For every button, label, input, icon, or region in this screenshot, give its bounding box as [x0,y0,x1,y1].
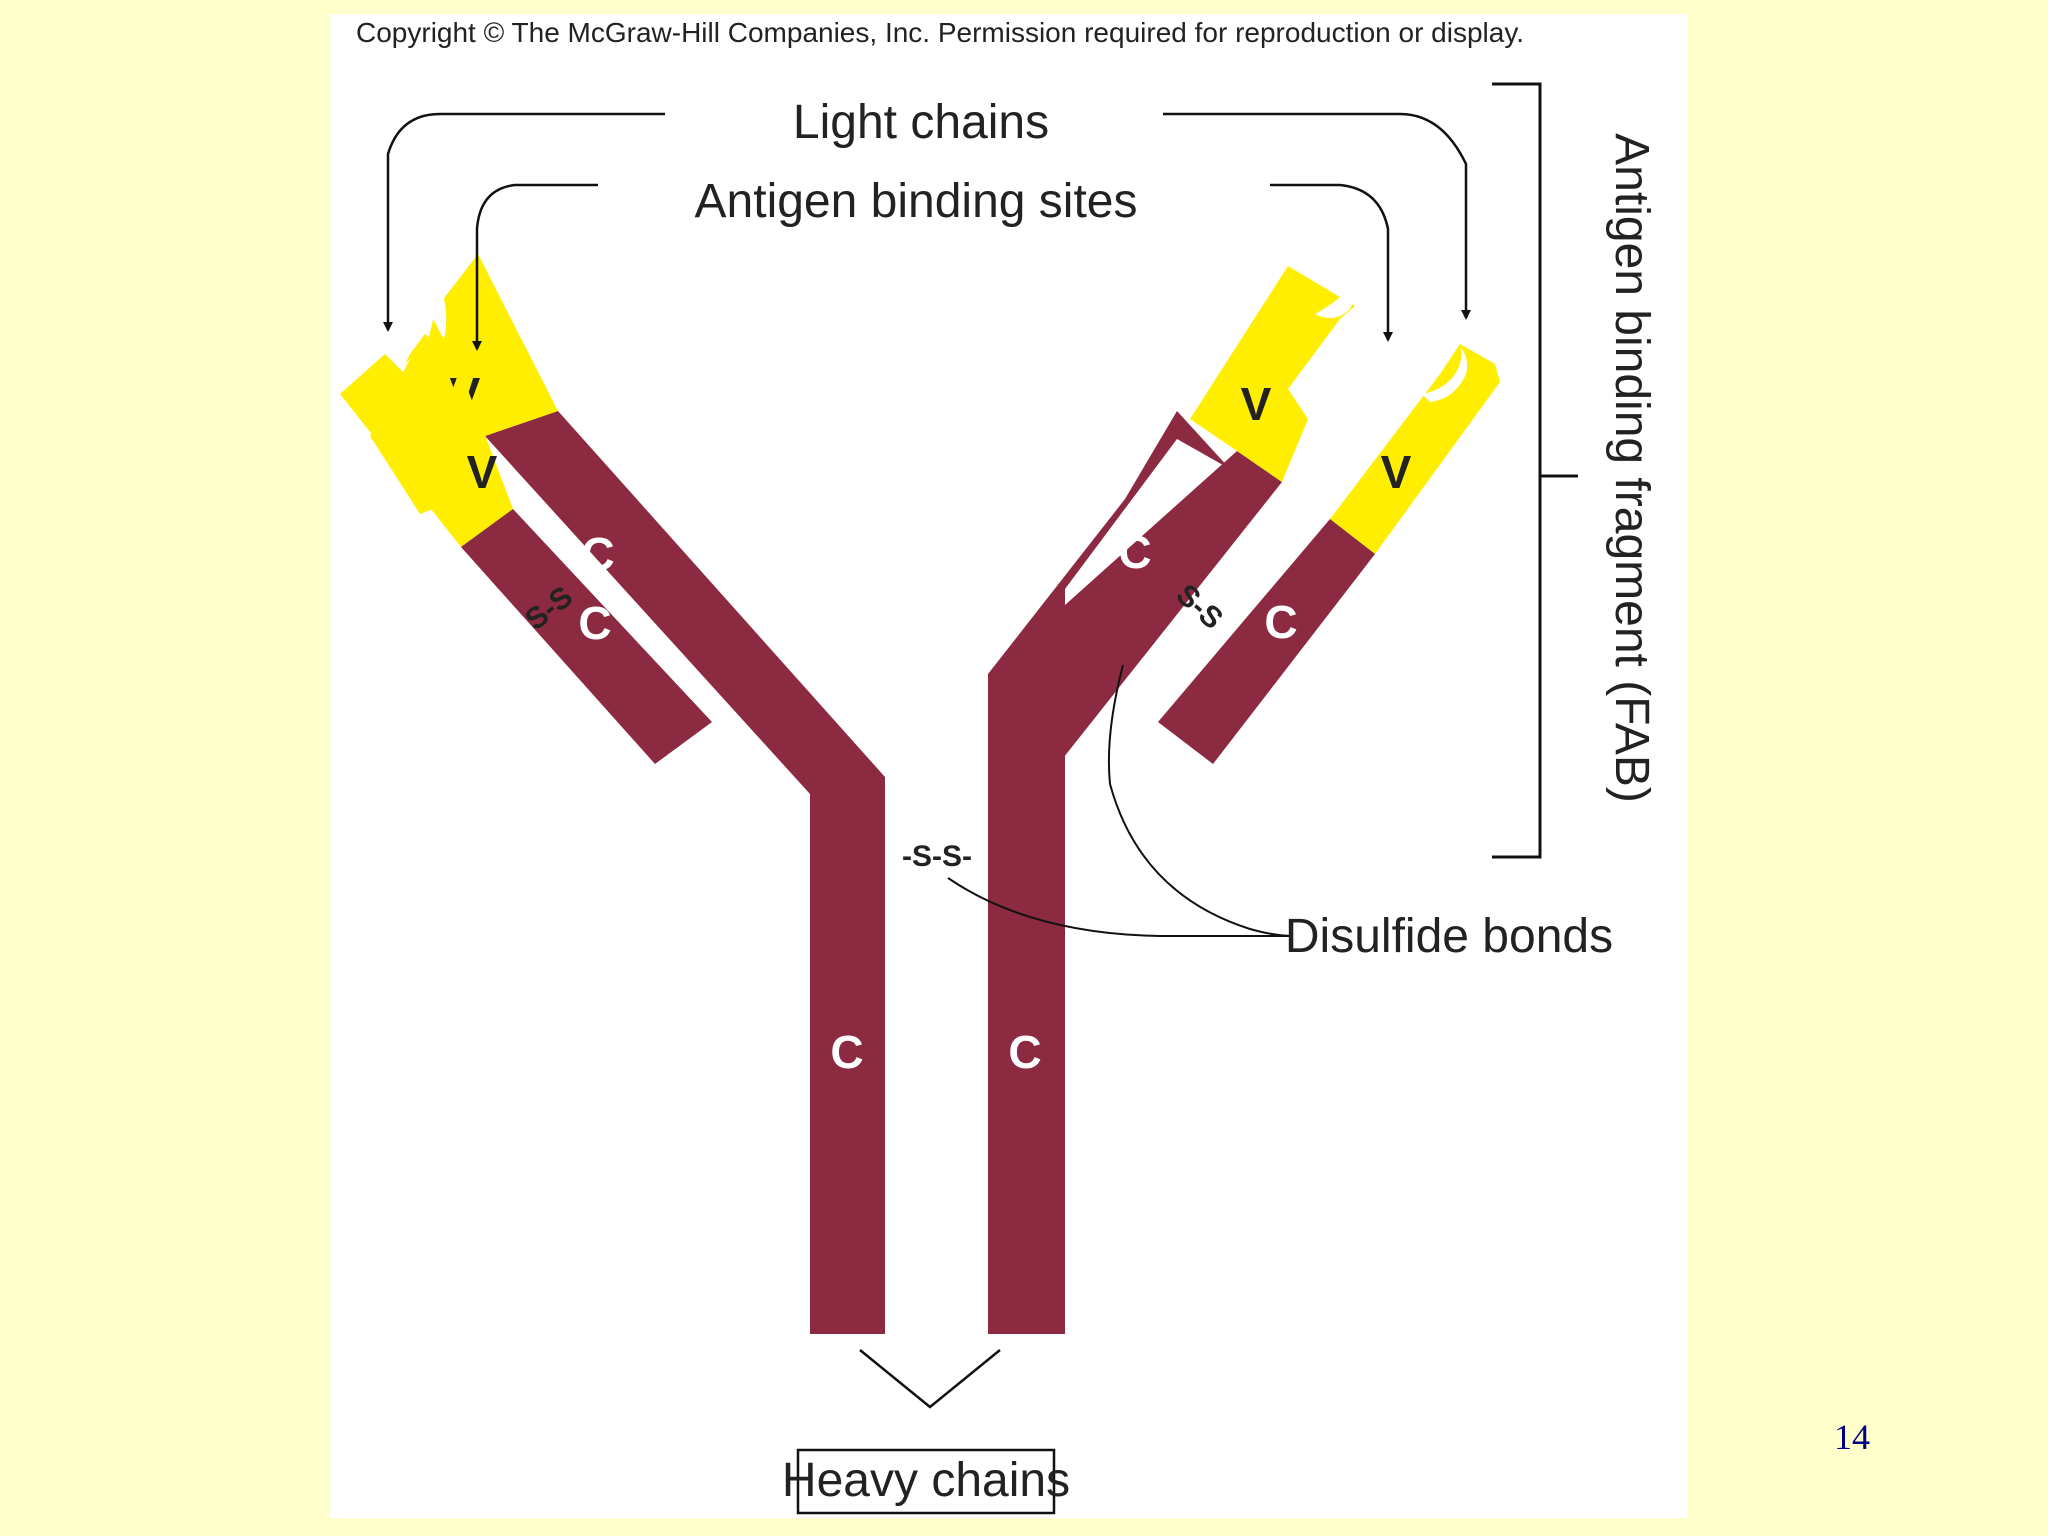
right-heavy-c-label: C [1118,526,1151,578]
left-stem-c-label: C [830,1026,863,1078]
right-light-binding-notch [1422,346,1468,402]
fab-label: Antigen binding fragment (FAB) [1605,133,1658,803]
antibody-figure: Copyright © The McGraw-Hill Companies, I… [330,14,1688,1518]
left-binding-site-arrow [472,183,598,351]
left-light-variable-body [340,354,513,547]
right-heavy-constant-arm [988,451,1282,762]
right-heavy-v-label: V [1241,378,1272,430]
right-light-chain: V C [1158,344,1500,764]
right-heavy-binding-notch [1315,284,1355,318]
left-heavy-chain: V C C [422,254,885,1334]
right-light-constant-region [1158,519,1375,764]
disulfide-bonds-label: Disulfide bonds [1285,910,1613,963]
slide-number: 14 [1834,1417,1870,1457]
left-light-v-label: V [467,446,498,498]
hinge-disulfide-label: -S-S- [902,840,972,873]
left-heavy-binding-notch [425,269,447,339]
right-light-variable-region [1330,344,1500,554]
right-stem-c-label: C [1008,1026,1041,1078]
disulfide-callout-line-arm [1107,664,1294,937]
left-heavy-constant-region [485,411,885,1334]
right-binding-site-arrow [1270,183,1393,342]
right-light-chains-arrow [1163,112,1471,320]
left-light-c-label: C [578,597,611,649]
right-light-v-label: V [1381,446,1412,498]
left-light-chains-arrow [383,112,665,332]
heavy-chains-label: Heavy chains [782,1454,1070,1507]
left-light-constant-region [461,509,712,764]
heavy-chains-label-box [796,1448,1056,1515]
disulfide-callout-line-hinge [947,877,1293,937]
light-chains-label: Light chains [793,96,1049,149]
antigen-binding-sites-label: Antigen binding sites [695,175,1138,228]
copyright-notice: Copyright © The McGraw-Hill Companies, I… [356,17,1524,48]
fab-bracket [1492,82,1578,859]
right-heavy-variable-region [1190,266,1355,482]
antibody-diagram: Copyright © The McGraw-Hill Companies, I… [340,17,1658,1515]
left-light-chain: V C [340,334,712,764]
right-light-c-label: C [1264,596,1297,648]
heavy-chains-pointer [859,1349,1001,1409]
left-heavy-c-label: C [581,528,614,580]
right-heavy-chain: V C C [988,266,1355,1334]
